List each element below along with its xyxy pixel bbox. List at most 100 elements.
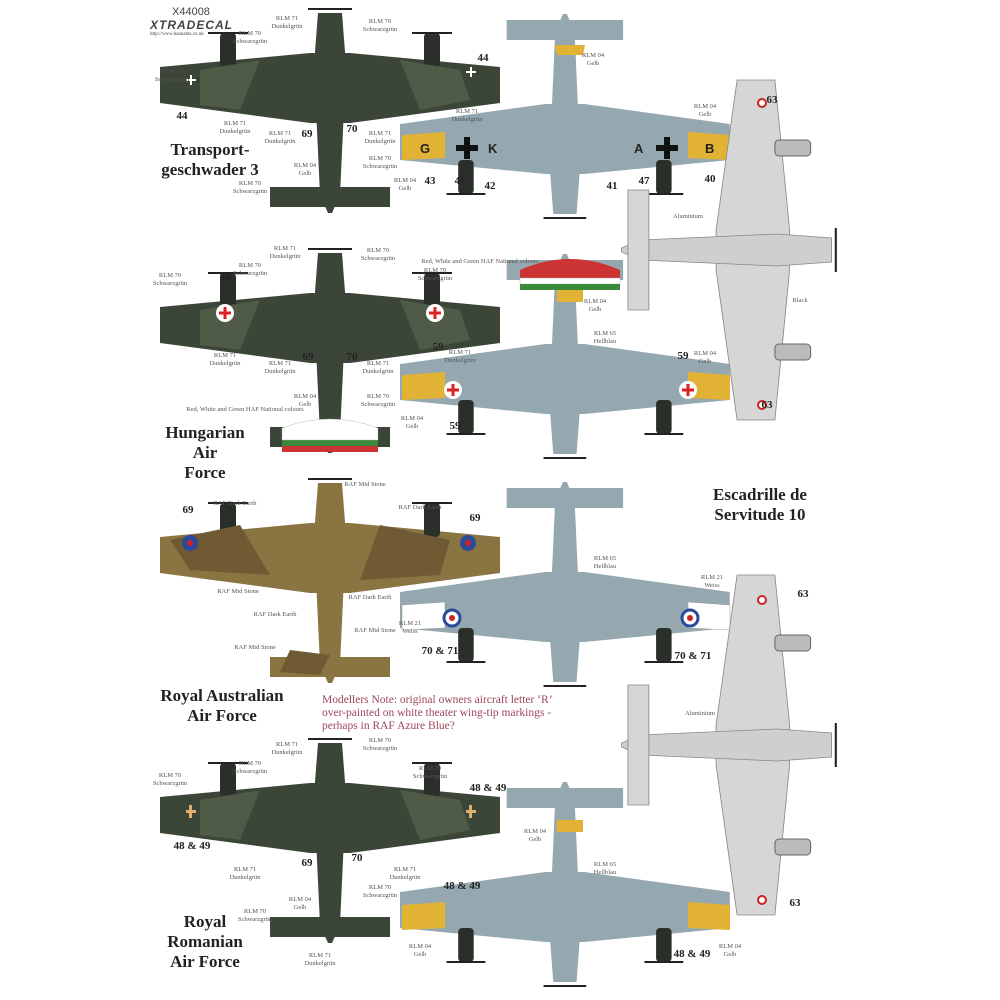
decal-number-label: 69 (182, 504, 194, 516)
color-callout-label: RLM 70 Schwarzgrün (154, 68, 190, 83)
color-callout-label: RLM 70 Schwarzgrün (362, 737, 398, 752)
color-callout-label: RLM 70 Schwarzgrün (362, 155, 398, 170)
color-callout-label: RLM 21 Weiss (398, 620, 422, 635)
decal-number-label: 63 (789, 897, 801, 909)
decal-number-label: 48 & 49 (469, 782, 507, 794)
color-callout-label: RLM 70 Schwarzgrün (232, 760, 268, 775)
color-callout-label: RAF Dark Earth (348, 594, 392, 601)
color-callout-label: RLM 21 Weiss (700, 574, 724, 589)
color-callout-label: RLM 04 Gelb (288, 896, 312, 911)
color-callout-label: RLM 04 Gelb (408, 943, 432, 958)
decal-number-label: 59 (432, 341, 444, 353)
decal-number-label: 48 & 49 (173, 840, 211, 852)
decal-number-label: 41 (606, 180, 618, 192)
color-callout-label: RLM 70 Schwarzgrün (237, 908, 273, 923)
decal-number-label: 70 (346, 123, 358, 135)
scheme-title: Escadrille de Servitude 10 (713, 485, 807, 524)
svg-text:A: A (634, 141, 644, 156)
color-callout-label: RLM 71 Dunkelgrün (264, 360, 296, 375)
color-callout-label: RLM 71 Dunkelgrün (364, 130, 396, 145)
color-callout-label: RLM 71 Dunkelgrün (389, 866, 421, 881)
color-callout-label: RLM 04 Gelb (393, 177, 417, 192)
decal-number-label: 47 (638, 175, 650, 187)
decal-number-label: 59 (219, 272, 231, 284)
decal-number-label: 48 & 49 (673, 948, 711, 960)
color-callout-label: RLM 71 Dunkelgrün (269, 245, 301, 260)
color-callout-label: RLM 71 Dunkelgrün (271, 15, 303, 30)
decal-number-label: 40 (704, 173, 716, 185)
color-callout-label: RAF Mid Stone (217, 588, 259, 595)
color-callout-label: RLM 71 Dunkelgrün (209, 352, 241, 367)
scheme-title: Royal Romanian Air Force (167, 912, 243, 971)
scheme-title: Hungarian Air Force (165, 423, 245, 482)
color-callout-label: Red, White and Green HAF National colour… (186, 406, 304, 413)
svg-text:G: G (420, 141, 430, 156)
color-callout-label: RAF Dark Earth (398, 504, 442, 511)
decal-number-label: 44 (477, 52, 489, 64)
color-callout-label: RLM 65 Hellblau (593, 330, 617, 345)
color-callout-label: RLM 65 Hellblau (593, 555, 617, 570)
color-callout-label: RLM 70 Schwarzgrün (152, 772, 188, 787)
color-callout-label: RLM 71 Dunkelgrün (444, 349, 476, 364)
decal-number-label: 69 (469, 512, 481, 524)
scheme-title: Royal Australian Air Force (160, 686, 284, 725)
decal-number-label: 42 (484, 180, 496, 192)
color-callout-label: RLM 70 Schwarzgrün (360, 393, 396, 408)
color-callout-label: RLM 71 Dunkelgrün (304, 952, 336, 967)
color-callout-label: RLM 04 Gelb (400, 415, 424, 430)
color-callout-label: Black (792, 297, 808, 304)
ju52-luftwaffe-underside (399, 13, 731, 219)
color-callout-label: Red, White and Green HAF National colour… (421, 258, 539, 265)
decal-number-label: 59 (449, 420, 461, 432)
color-callout-label: RAF Mid Stone (354, 627, 396, 634)
color-callout-label: RLM 04 Gelb (718, 943, 742, 958)
decal-number-label: 63 (797, 588, 809, 600)
decal-number-label: 63 (761, 399, 773, 411)
color-callout-label: RLM 04 Gelb (693, 350, 717, 365)
color-callout-label: RLM 70 Schwarzgrün (232, 180, 268, 195)
decal-number-label: 48 & 49 (443, 880, 481, 892)
decal-number-label: 47 (454, 175, 466, 187)
color-callout-label: RLM 70 Schwarzgrün (362, 18, 398, 33)
color-callout-label: RAF Dark Earth (253, 611, 297, 618)
color-callout-label: RLM 04 Gelb (523, 828, 547, 843)
modellers-note: Modellers Note: original owners aircraft… (322, 694, 553, 732)
ju52-luftwaffe-top (159, 8, 501, 214)
xtradecal-logo: X44008 XTRADECAL http://www.hannants.co.… (150, 2, 250, 37)
color-callout-label: Aluminium (673, 213, 703, 220)
color-callout-label: RLM 71 Dunkelgrün (264, 130, 296, 145)
color-callout-label: RAF Mid Stone (344, 481, 386, 488)
decal-number-label: 44 (176, 110, 188, 122)
decal-number-label: 70 & 71 (674, 650, 712, 662)
color-callout-label: RLM 71 Dunkelgrün (219, 120, 251, 135)
decal-number-label: 69 (301, 128, 313, 140)
color-callout-label: RLM 04 Gelb (693, 103, 717, 118)
color-callout-label: RLM 71 Dunkelgrün (271, 741, 303, 756)
product-code: X44008 (172, 6, 210, 18)
decal-number-label: 43 (424, 175, 436, 187)
decal-number-label: 69 (301, 857, 313, 869)
color-callout-label: RLM 65 Hellblau (593, 861, 617, 876)
color-callout-label: RLM 70 Schwarzgrün (232, 262, 268, 277)
decal-number-label: 70 & 71 (421, 645, 459, 657)
decal-number-label: 69 (302, 351, 314, 363)
brand-name: XTRADECAL (150, 18, 233, 32)
color-callout-label: RLM 04 Gelb (583, 298, 607, 313)
color-callout-label: Aluminium (685, 710, 715, 717)
scheme-title: Transport- geschwader 3 (161, 140, 259, 179)
color-callout-label: RLM 04 Gelb (293, 162, 317, 177)
decal-number-label: 63 (766, 94, 778, 106)
color-callout-label: RLM 71 Dunkelgrün (362, 360, 394, 375)
color-callout-label: RAF Mid Stone (234, 644, 276, 651)
color-callout-label: RLM 04 Gelb (293, 393, 317, 408)
color-callout-label: RLM 70 Schwarzgrün (362, 884, 398, 899)
svg-text:K: K (488, 141, 498, 156)
color-callout-label: RLM 71 Dunkelgrün (229, 866, 261, 881)
website-url[interactable]: http://www.hannants.co.uk (150, 32, 204, 37)
svg-text:B: B (705, 141, 714, 156)
color-callout-label: RAF Dark Earth (213, 500, 257, 507)
decal-number-label: 70 (346, 351, 358, 363)
color-callout-label: RLM 70 Schwarzgrün (360, 247, 396, 262)
color-callout-label: RLM 04 Gelb (581, 52, 605, 67)
